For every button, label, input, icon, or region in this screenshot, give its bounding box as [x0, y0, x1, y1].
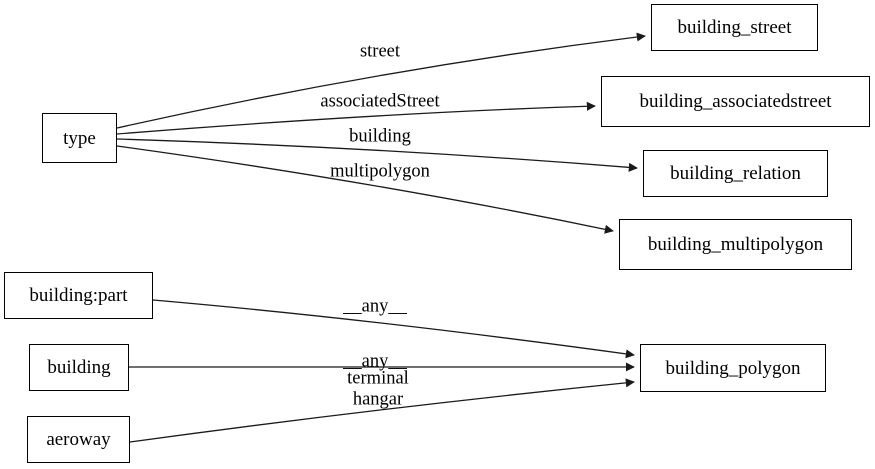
edge-label-aeroway-to-building_polygon: terminal hangar — [347, 368, 409, 410]
node-label: building:part — [29, 285, 128, 306]
node-building_polygon[interactable]: building_polygon — [640, 344, 826, 392]
node-label: building_polygon — [665, 357, 801, 379]
node-label: aeroway — [46, 429, 111, 450]
node-building_relation[interactable]: building_relation — [643, 150, 828, 197]
edge-aeroway-to-building_polygon — [129, 378, 635, 443]
node-building_part[interactable]: building:part — [4, 272, 153, 319]
edge-label-type-to-building_relation: building — [349, 126, 411, 147]
node-building[interactable]: building — [29, 344, 129, 391]
edge-label-building-to-building_polygon: __any__ — [343, 351, 407, 372]
node-building_multipolygon[interactable]: building_multipolygon — [619, 219, 852, 270]
edge-type-to-building_associatedstreet — [116, 101, 596, 135]
node-building_street[interactable]: building_street — [651, 4, 818, 51]
edge-type-to-building_street — [116, 32, 646, 129]
node-label: type — [63, 127, 96, 149]
edge-label-type-to-building_associatedstreet: associatedStreet — [320, 91, 440, 112]
edge-label-building_part-to-building_polygon: __any__ — [343, 296, 407, 317]
edge-type-to-building_multipolygon — [116, 145, 614, 234]
node-building_associatedstreet[interactable]: building_associatedstreet — [601, 76, 870, 127]
edge-type-to-building_relation — [116, 138, 638, 172]
edge-label-type-to-building_multipolygon: multipolygon — [330, 161, 430, 182]
edge-label-type-to-building_street: street — [359, 41, 401, 62]
node-aeroway[interactable]: aeroway — [27, 416, 130, 463]
node-label: building_multipolygon — [647, 234, 824, 255]
node-label: building — [47, 357, 111, 378]
edge-building_part-to-building_polygon — [152, 299, 635, 359]
edge-paths — [116, 32, 646, 443]
node-type[interactable]: type — [42, 113, 117, 163]
node-label: building_street — [677, 17, 792, 38]
node-label: building_relation — [670, 163, 801, 184]
node-label: building_associatedstreet — [639, 91, 832, 112]
